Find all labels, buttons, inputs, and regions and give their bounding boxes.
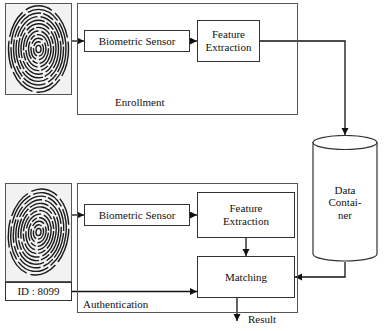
database-cylinder: Data Contai- ner: [312, 135, 378, 262]
box-label: Feature Extraction: [201, 28, 256, 53]
panel-title: Enrollment: [115, 96, 165, 109]
process-box: Matching: [197, 256, 295, 298]
box-label: ID : 8099: [17, 285, 59, 298]
box-label: Data Contai- ner: [324, 184, 366, 222]
box-label: Biometric Sensor: [99, 209, 176, 222]
enrollment-panel: Enrollment Biometric Sensor Feature Extrac…: [77, 3, 298, 115]
id-box: ID : 8099: [5, 282, 72, 301]
flow-arrow: [295, 262, 345, 277]
process-box: Biometric Sensor: [84, 30, 190, 52]
cylinder-body: [313, 142, 377, 261]
process-box: Feature Extraction: [197, 20, 260, 62]
output-label: Result: [248, 313, 276, 325]
panel-title: Authentication: [83, 298, 148, 311]
fingerprint-frame: [6, 4, 72, 95]
flow-arrow: [190, 214, 197, 215]
box-label: Biometric Sensor: [99, 35, 176, 48]
result-arrow: [236, 298, 237, 321]
fingerprint-image: [6, 185, 71, 279]
box-label: Matching: [225, 271, 267, 284]
authentication-panel: Authentication Biometric Sensor Feature Ex…: [77, 183, 298, 313]
flow-arrow: [190, 40, 197, 41]
fingerprint-image: [9, 6, 69, 92]
flow-arrow: [260, 41, 345, 135]
box-label: Feature Extraction: [216, 202, 276, 227]
flow-arrow: [245, 238, 246, 256]
input-arrow: [72, 40, 84, 41]
flow-arrow: [72, 291, 197, 292]
input-arrow: [72, 214, 84, 215]
process-box: Feature Extraction: [197, 192, 295, 238]
cylinder-top: [313, 136, 377, 150]
process-box: Biometric Sensor: [84, 204, 190, 226]
